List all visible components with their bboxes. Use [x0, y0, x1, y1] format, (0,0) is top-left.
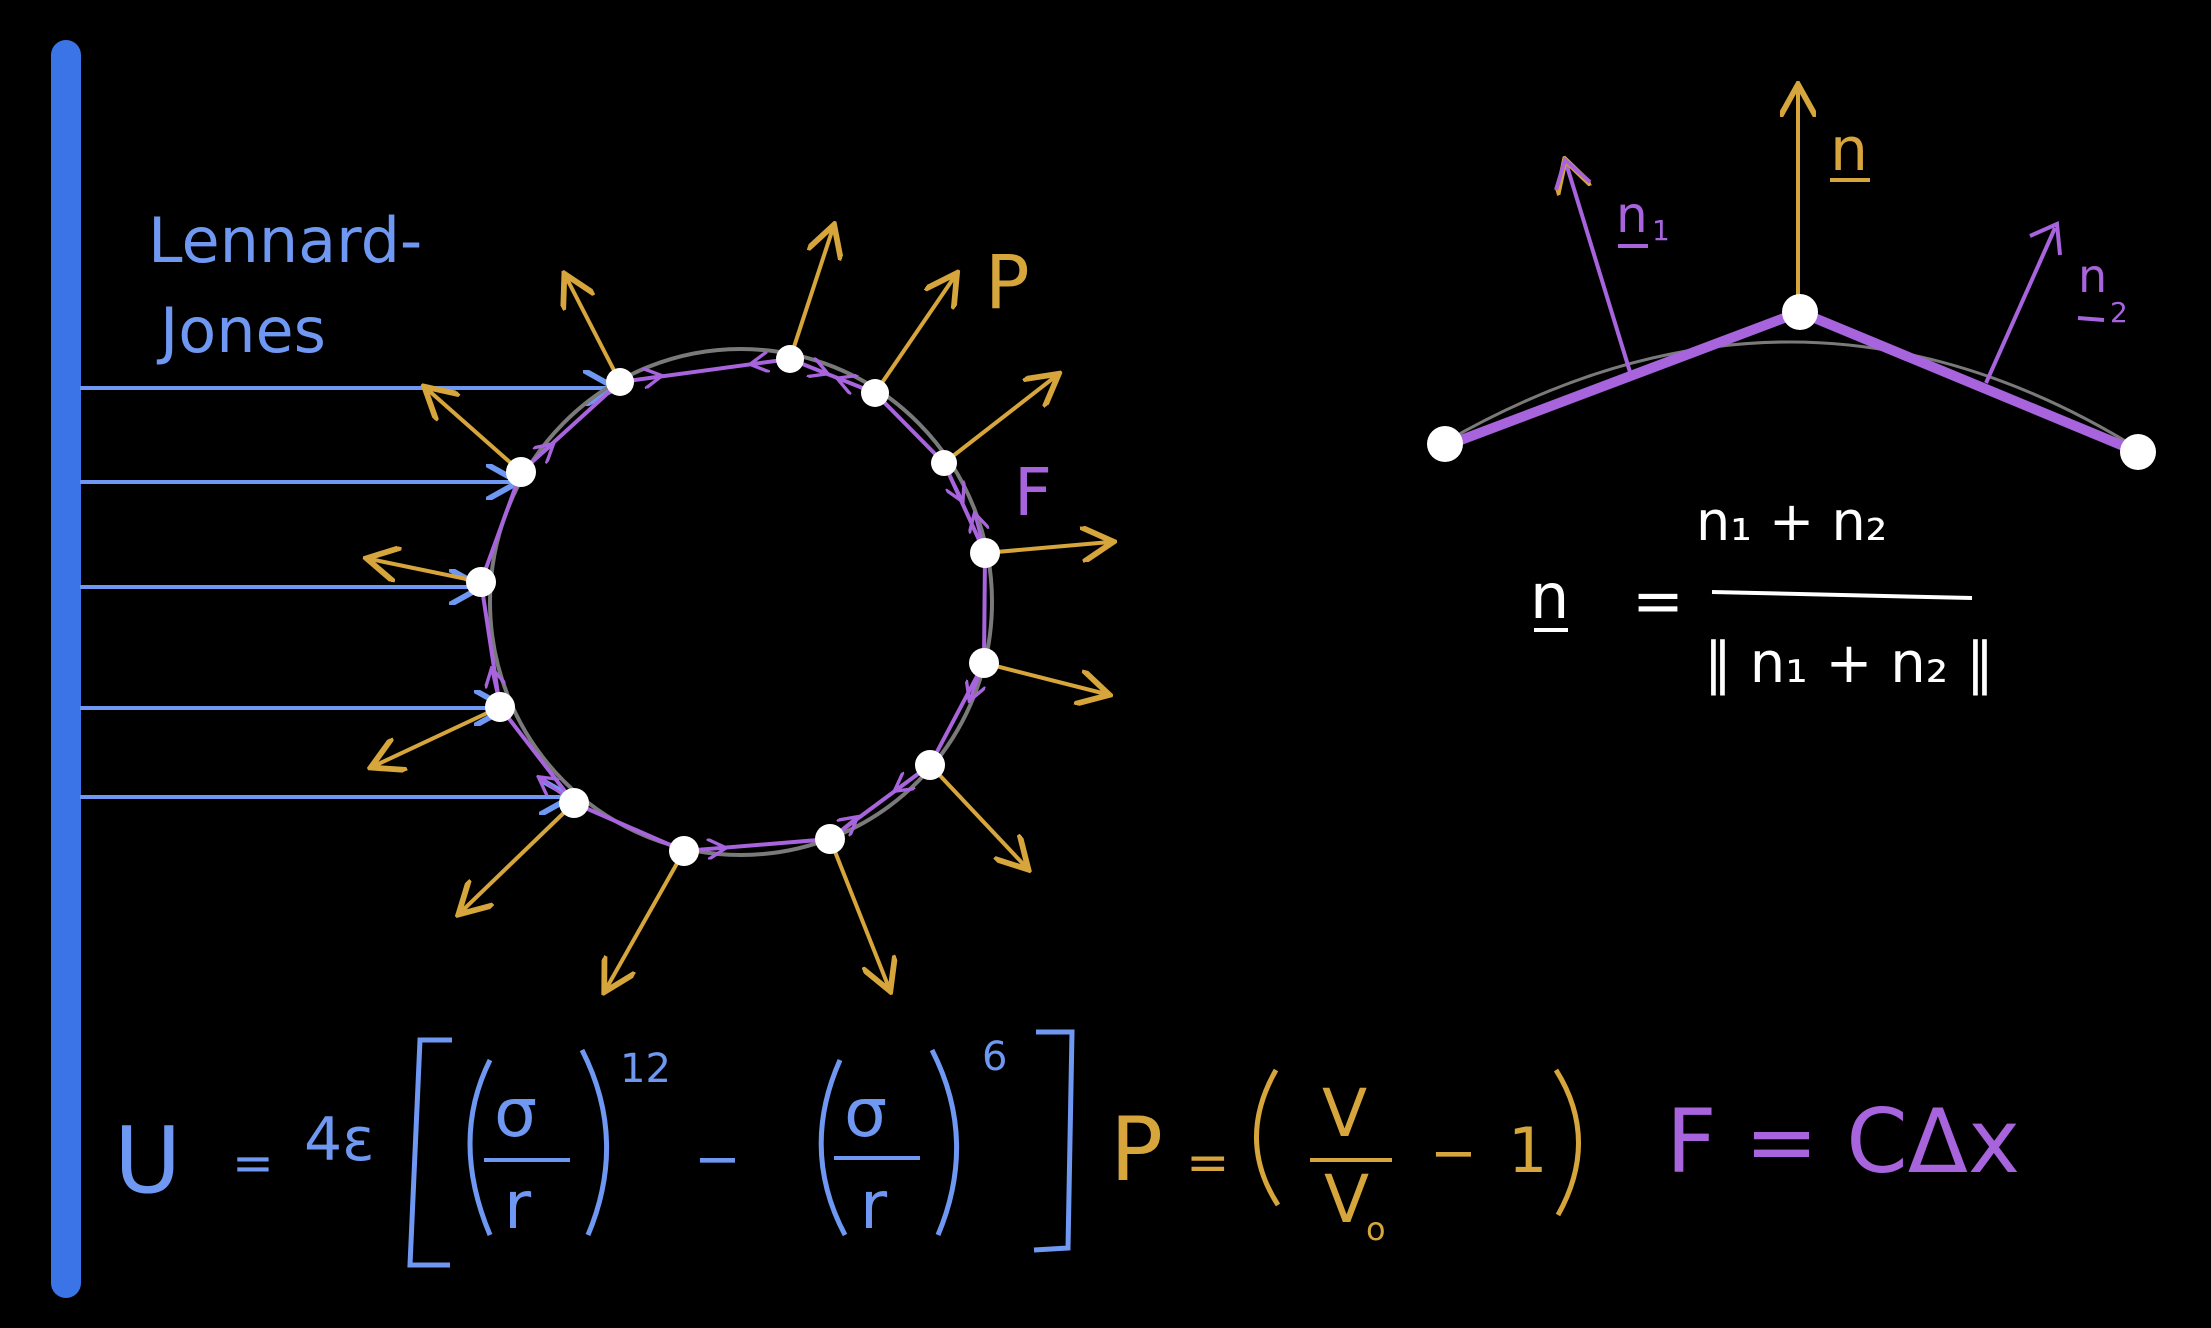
pressure-formula: P = V V o − 1 [1110, 1068, 1581, 1248]
normal-arc [1444, 340, 2141, 452]
normal-1-label: n [1616, 186, 1648, 244]
pressure-formula-v: V [1322, 1075, 1367, 1152]
force-formula: F = CΔx [1666, 1090, 2020, 1193]
node [861, 379, 889, 407]
lj-sigma-1: σ [494, 1074, 537, 1153]
normal-formula-lhs: n [1530, 560, 1569, 633]
segment-left [1440, 307, 1805, 451]
lj-label-line1: Lennard- [148, 204, 422, 277]
pressure-formula-eq: = [1186, 1133, 1230, 1193]
lennard-jones-label: Lennard- Jones [148, 204, 422, 367]
node [485, 692, 515, 722]
node [970, 538, 1000, 568]
node [466, 567, 496, 597]
normal-construction: n n 1 n 2 [1427, 88, 2156, 470]
node [969, 648, 999, 678]
lj-formula-coeff: 4ε [304, 1105, 375, 1175]
pressure-arrows [370, 228, 1110, 989]
node [931, 450, 957, 476]
node [669, 836, 699, 866]
node [915, 750, 945, 780]
pressure-label: P [985, 240, 1030, 326]
lj-formula-eq: = [232, 1134, 274, 1192]
force-label: F [1014, 454, 1052, 531]
pressure-formula-minus: − [1430, 1121, 1477, 1186]
segment-right [1795, 307, 2143, 457]
normal-1-arrow [1566, 163, 1632, 373]
pressure-formula-v0: V [1324, 1161, 1369, 1238]
node [1427, 426, 1463, 462]
lj-label-line2: Jones [156, 294, 326, 367]
left-bracket [407, 1037, 452, 1268]
normal-2-label: n [2078, 249, 2107, 303]
normal-label: n [1830, 115, 1868, 185]
normal-formula: n = n₁ + n₂ ‖ n₁ + n₂ ‖ [1530, 490, 1994, 696]
normal-formula-denominator: ‖ n₁ + n₂ ‖ [1704, 631, 1994, 696]
membrane-nodes [466, 345, 1000, 866]
lj-exp-12: 12 [620, 1046, 671, 1092]
right-bracket [1033, 1029, 1075, 1253]
membrane-curve [488, 347, 994, 857]
membrane-springs [478, 356, 988, 854]
pressure-formula-one: 1 [1508, 1114, 1547, 1187]
normal-formula-equals: = [1632, 564, 1684, 637]
lj-r-2: r [860, 1167, 888, 1244]
normal-1-subscript: 1 [1652, 214, 1670, 247]
node [506, 457, 536, 487]
lj-formula: U = 4ε σ r 12 − σ r 6 [114, 1029, 1075, 1268]
lj-force-lines [80, 388, 612, 797]
lj-formula-lhs: U [114, 1107, 181, 1214]
lj-exp-6: 6 [982, 1034, 1007, 1080]
lj-minus: − [694, 1127, 741, 1192]
lj-r-1: r [504, 1167, 532, 1244]
lj-sigma-2: σ [844, 1074, 887, 1153]
node [606, 368, 634, 396]
normal-formula-numerator: n₁ + n₂ [1696, 490, 1887, 553]
node [559, 788, 589, 818]
normal-2-arrow [1984, 227, 2057, 384]
node [2120, 434, 2156, 470]
node [1782, 294, 1818, 330]
node [815, 824, 845, 854]
node [776, 345, 804, 373]
pressure-formula-v0-sub: o [1366, 1210, 1386, 1248]
pressure-formula-lhs: P [1110, 1098, 1163, 1201]
fraction-bar [1711, 590, 1973, 600]
normal-2-subscript: 2 [2110, 296, 2128, 329]
